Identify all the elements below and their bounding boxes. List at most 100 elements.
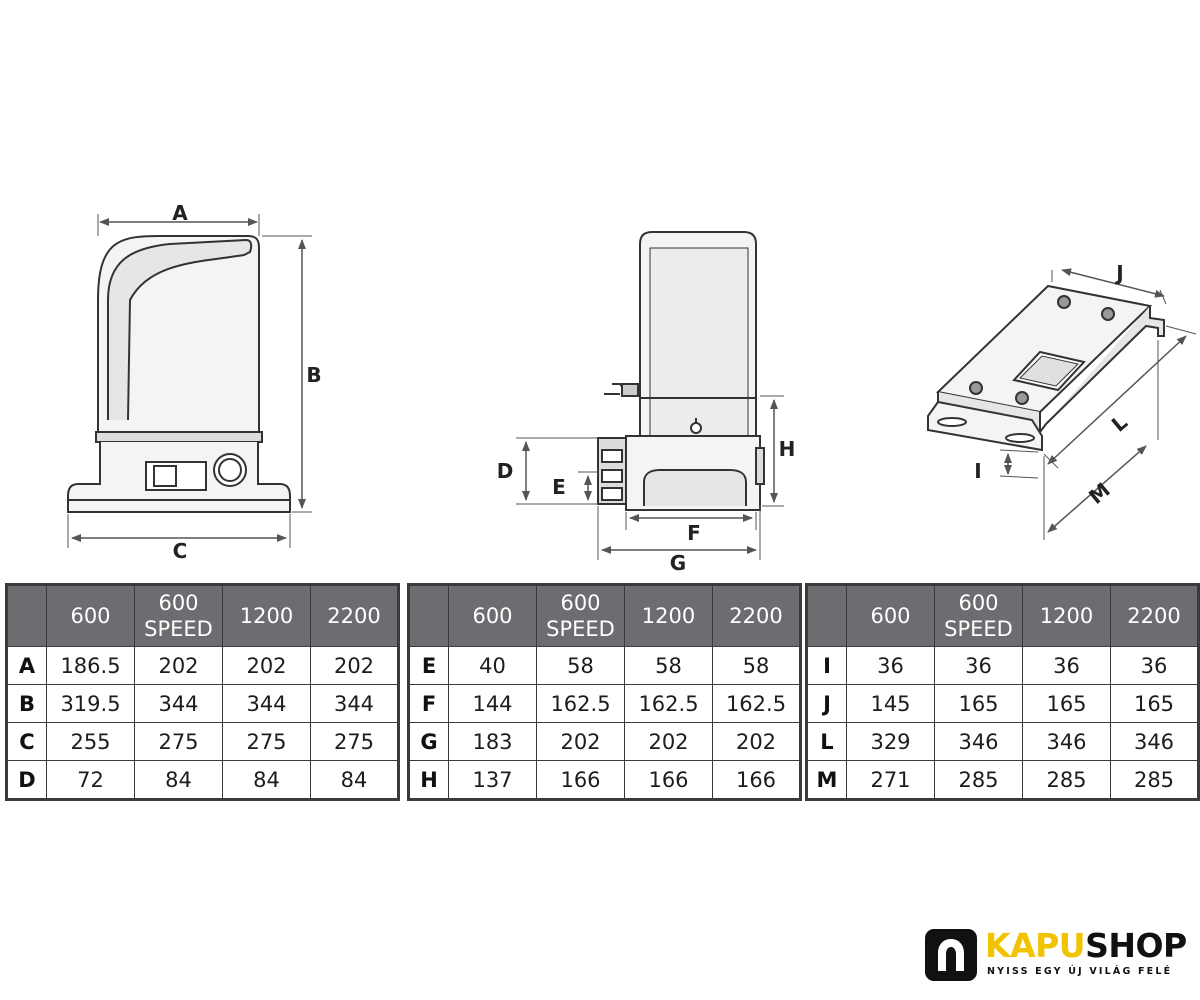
label-d: D	[497, 459, 514, 483]
label-g: G	[670, 551, 686, 575]
label-b: B	[306, 363, 321, 387]
table-cell: 319.5	[46, 684, 135, 723]
table-row: B 319.5 344 344 344	[6, 684, 399, 723]
table-cell: 186.5	[46, 646, 135, 685]
table-cell: 84	[310, 760, 399, 800]
dimension-lines-side	[67, 214, 312, 548]
label-m: M	[1084, 478, 1115, 509]
table-cell: 271	[846, 760, 935, 800]
row-label: D	[6, 760, 47, 800]
table-cell: 162.5	[536, 684, 625, 723]
table-cell: 36	[1110, 646, 1199, 685]
table-cell: 166	[624, 760, 713, 800]
row-label: H	[408, 760, 449, 800]
table-cell: 40	[448, 646, 537, 685]
brand-name-part1: KAPU	[985, 926, 1086, 965]
label-a: A	[172, 201, 188, 225]
table-cell: 202	[310, 646, 399, 685]
table-cell: 344	[134, 684, 223, 723]
table-cell: 346	[1110, 722, 1199, 761]
table-cell: 58	[536, 646, 625, 685]
dimension-table-3: 600 600 SPEED 1200 2200 I 36 36 36 36 J …	[805, 583, 1200, 801]
table-cell: 275	[222, 722, 311, 761]
table-cell: 72	[46, 760, 135, 800]
table-cell: 36	[1022, 646, 1111, 685]
table-cell: 84	[222, 760, 311, 800]
table-cell: 202	[134, 646, 223, 685]
label-i: I	[974, 459, 981, 483]
table-cell: 346	[934, 722, 1023, 761]
row-label: M	[806, 760, 847, 800]
label-j: J	[1114, 261, 1123, 285]
label-e: E	[552, 475, 566, 499]
table-cell: 58	[712, 646, 801, 685]
column-header: 600	[46, 584, 135, 647]
table-row: D 72 84 84 84	[6, 760, 399, 800]
table-cell: 162.5	[624, 684, 713, 723]
table-row: F 144 162.5 162.5 162.5	[408, 684, 801, 723]
table-cell: 344	[222, 684, 311, 723]
dimension-lines-front	[516, 395, 784, 560]
row-label: B	[6, 684, 47, 723]
table-cell: 166	[536, 760, 625, 800]
table-row: E 40 58 58 58	[408, 646, 801, 685]
column-header: 2200	[1110, 584, 1199, 647]
row-label: I	[806, 646, 847, 685]
column-header: 600 SPEED	[536, 584, 625, 647]
table-row: I 36 36 36 36	[806, 646, 1199, 685]
label-c: C	[173, 539, 188, 563]
column-header: 600 SPEED	[134, 584, 223, 647]
table-cell: 329	[846, 722, 935, 761]
table-cell: 202	[536, 722, 625, 761]
motor-front-view	[597, 231, 765, 511]
kapushop-brand[interactable]: KAPUSHOP NYISS EGY ÚJ VILÁG FELÉ	[925, 926, 1195, 984]
table-row: C 255 275 275 275	[6, 722, 399, 761]
column-header: 2200	[310, 584, 399, 647]
column-header: 1200	[222, 584, 311, 647]
brand-name: KAPUSHOP	[985, 926, 1187, 965]
table-row: G 183 202 202 202	[408, 722, 801, 761]
table-cell: 166	[712, 760, 801, 800]
column-header: 600 SPEED	[934, 584, 1023, 647]
table-cell: 165	[934, 684, 1023, 723]
table-cell: 183	[448, 722, 537, 761]
dimension-lines-plate	[999, 268, 1197, 540]
column-header: 600	[448, 584, 537, 647]
table-cell: 202	[222, 646, 311, 685]
column-header: 1200	[624, 584, 713, 647]
row-label: J	[806, 684, 847, 723]
table-cell: 275	[310, 722, 399, 761]
row-label: F	[408, 684, 449, 723]
table-cell: 36	[846, 646, 935, 685]
arch-door-icon	[925, 929, 977, 981]
table-row: H 137 166 166 166	[408, 760, 801, 800]
column-header: 2200	[712, 584, 801, 647]
label-h: H	[779, 437, 796, 461]
brand-name-part2: SHOP	[1085, 926, 1187, 965]
table-cell: 58	[624, 646, 713, 685]
table-cell: 285	[1022, 760, 1111, 800]
table-row: M 271 285 285 285	[806, 760, 1199, 800]
row-label: G	[408, 722, 449, 761]
table-cell: 285	[1110, 760, 1199, 800]
table-cell: 165	[1022, 684, 1111, 723]
table-row: A 186.5 202 202 202	[6, 646, 399, 685]
table-cell: 285	[934, 760, 1023, 800]
table-cell: 202	[624, 722, 713, 761]
dimension-table-1: 600 600 SPEED 1200 2200 A 186.5 202 202 …	[5, 583, 400, 801]
row-label: E	[408, 646, 449, 685]
label-f: F	[687, 521, 701, 545]
table-cell: 344	[310, 684, 399, 723]
table-corner	[408, 584, 449, 647]
motor-side-view	[67, 235, 291, 513]
table-cell: 144	[448, 684, 537, 723]
label-l: L	[1107, 410, 1132, 437]
row-label: L	[806, 722, 847, 761]
table-cell: 165	[1110, 684, 1199, 723]
table-cell: 162.5	[712, 684, 801, 723]
column-header: 1200	[1022, 584, 1111, 647]
row-label: A	[6, 646, 47, 685]
table-cell: 137	[448, 760, 537, 800]
table-row: J 145 165 165 165	[806, 684, 1199, 723]
table-cell: 84	[134, 760, 223, 800]
